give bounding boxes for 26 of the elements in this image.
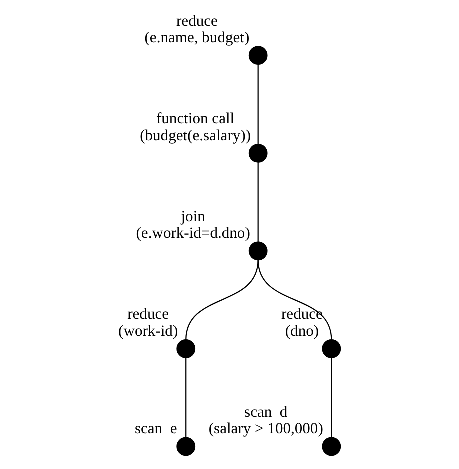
- node-label: reduce: [281, 306, 322, 324]
- node-label: (e.name, budget): [144, 30, 250, 46]
- node-label: join: [180, 208, 205, 226]
- node-label: (e.work-id=d.dno): [136, 225, 250, 242]
- node-circle: [248, 144, 268, 163]
- connector: [185, 358, 186, 438]
- node-label: reduce: [176, 12, 218, 30]
- connector: [257, 64, 258, 144]
- node-circle: [248, 46, 268, 66]
- connector: [185, 260, 258, 340]
- connector: [257, 260, 332, 340]
- node-label: reduce: [127, 306, 169, 324]
- node-label: function call: [156, 110, 234, 128]
- node-label: (salary > 100,000): [208, 420, 323, 438]
- node-label: (dno): [284, 322, 319, 340]
- node-circle: [322, 437, 341, 456]
- node-circle: [248, 242, 268, 261]
- node-circle: [322, 340, 341, 358]
- node-circle: [176, 340, 196, 358]
- connector: [257, 162, 258, 242]
- node-label: (budget(e.salary)): [140, 127, 251, 144]
- node-label: scan d: [244, 404, 288, 421]
- node-label: (work-id): [118, 322, 178, 340]
- node-circle: [176, 437, 196, 456]
- node-label: scan e: [134, 420, 177, 438]
- connector: [330, 358, 332, 438]
